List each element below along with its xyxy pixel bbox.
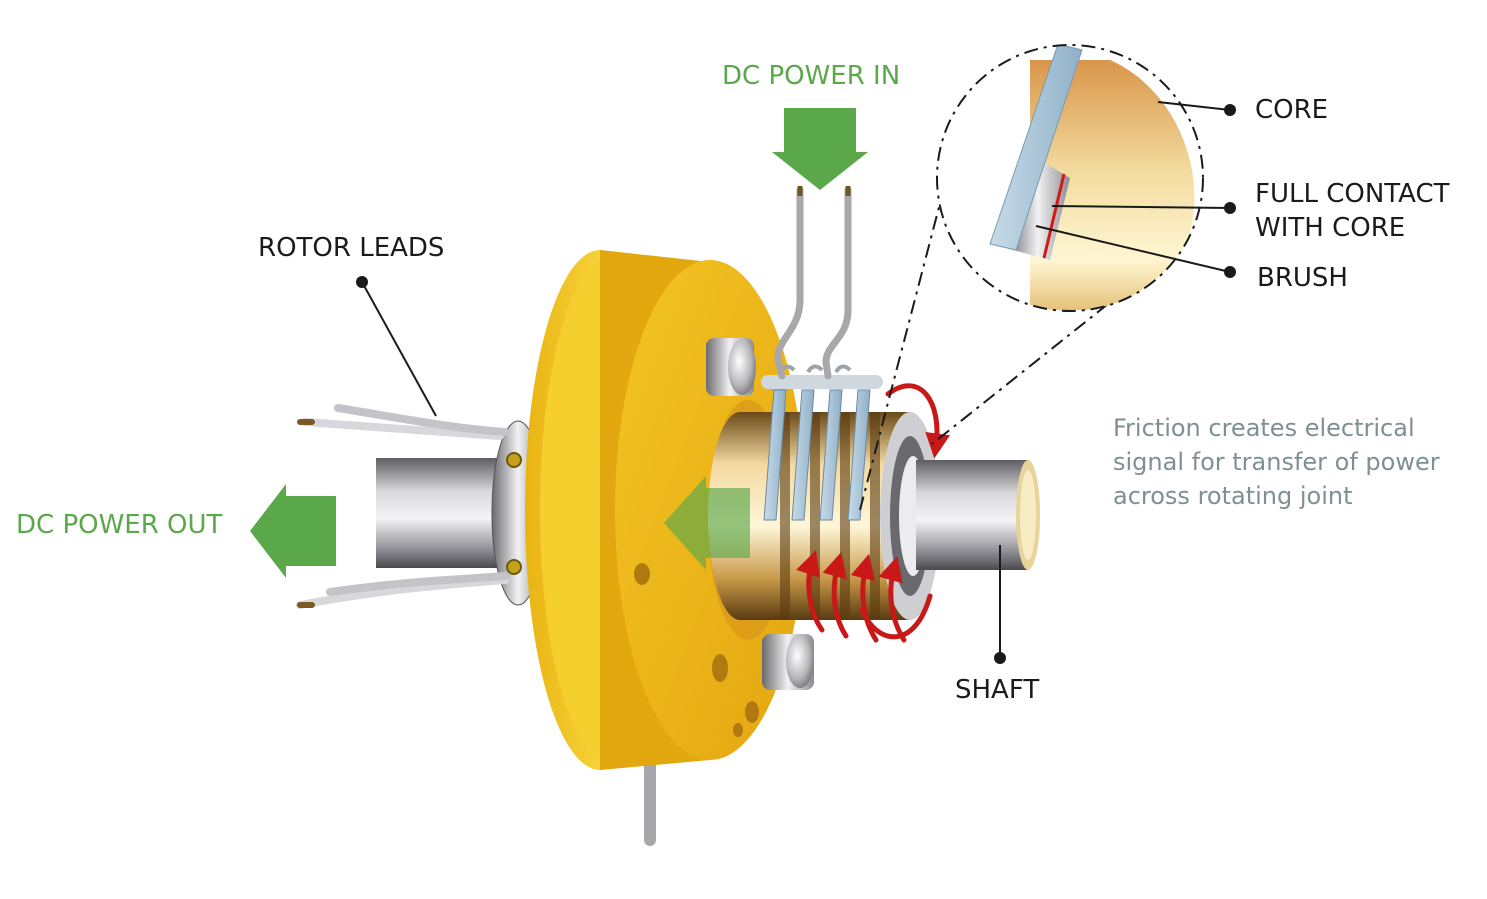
label-shaft: SHAFT — [955, 675, 1039, 705]
label-rotor-leads: ROTOR LEADS — [258, 233, 444, 263]
label-with-core: WITH CORE — [1255, 213, 1405, 243]
label-dc-power-in: DC POWER IN — [722, 61, 900, 91]
friction-note-line3: across rotating joint — [1113, 482, 1353, 510]
zoom-detail — [936, 44, 1204, 312]
friction-note-line2: signal for transfer of power — [1113, 448, 1440, 476]
internal-flow-arrow — [664, 476, 750, 570]
friction-note-line1: Friction creates electrical — [1113, 414, 1415, 442]
dc-power-out-arrow — [250, 484, 336, 578]
rotation-arrows — [796, 383, 951, 643]
dc-power-in-arrow — [772, 108, 868, 190]
label-full-contact: FULL CONTACT — [1255, 179, 1450, 209]
brushes — [761, 364, 883, 521]
rotor-lead-wires — [296, 404, 509, 609]
zoom-projection-lines — [859, 187, 1109, 511]
label-brush: BRUSH — [1257, 263, 1348, 293]
right-shaft — [916, 460, 1028, 570]
leader-lines — [361, 101, 1231, 658]
label-dc-power-out: DC POWER OUT — [16, 510, 223, 540]
label-core: CORE — [1255, 95, 1328, 125]
dc-power-in-wires — [774, 186, 852, 380]
mounting-pins — [706, 338, 814, 690]
leader-dots — [356, 104, 1236, 664]
